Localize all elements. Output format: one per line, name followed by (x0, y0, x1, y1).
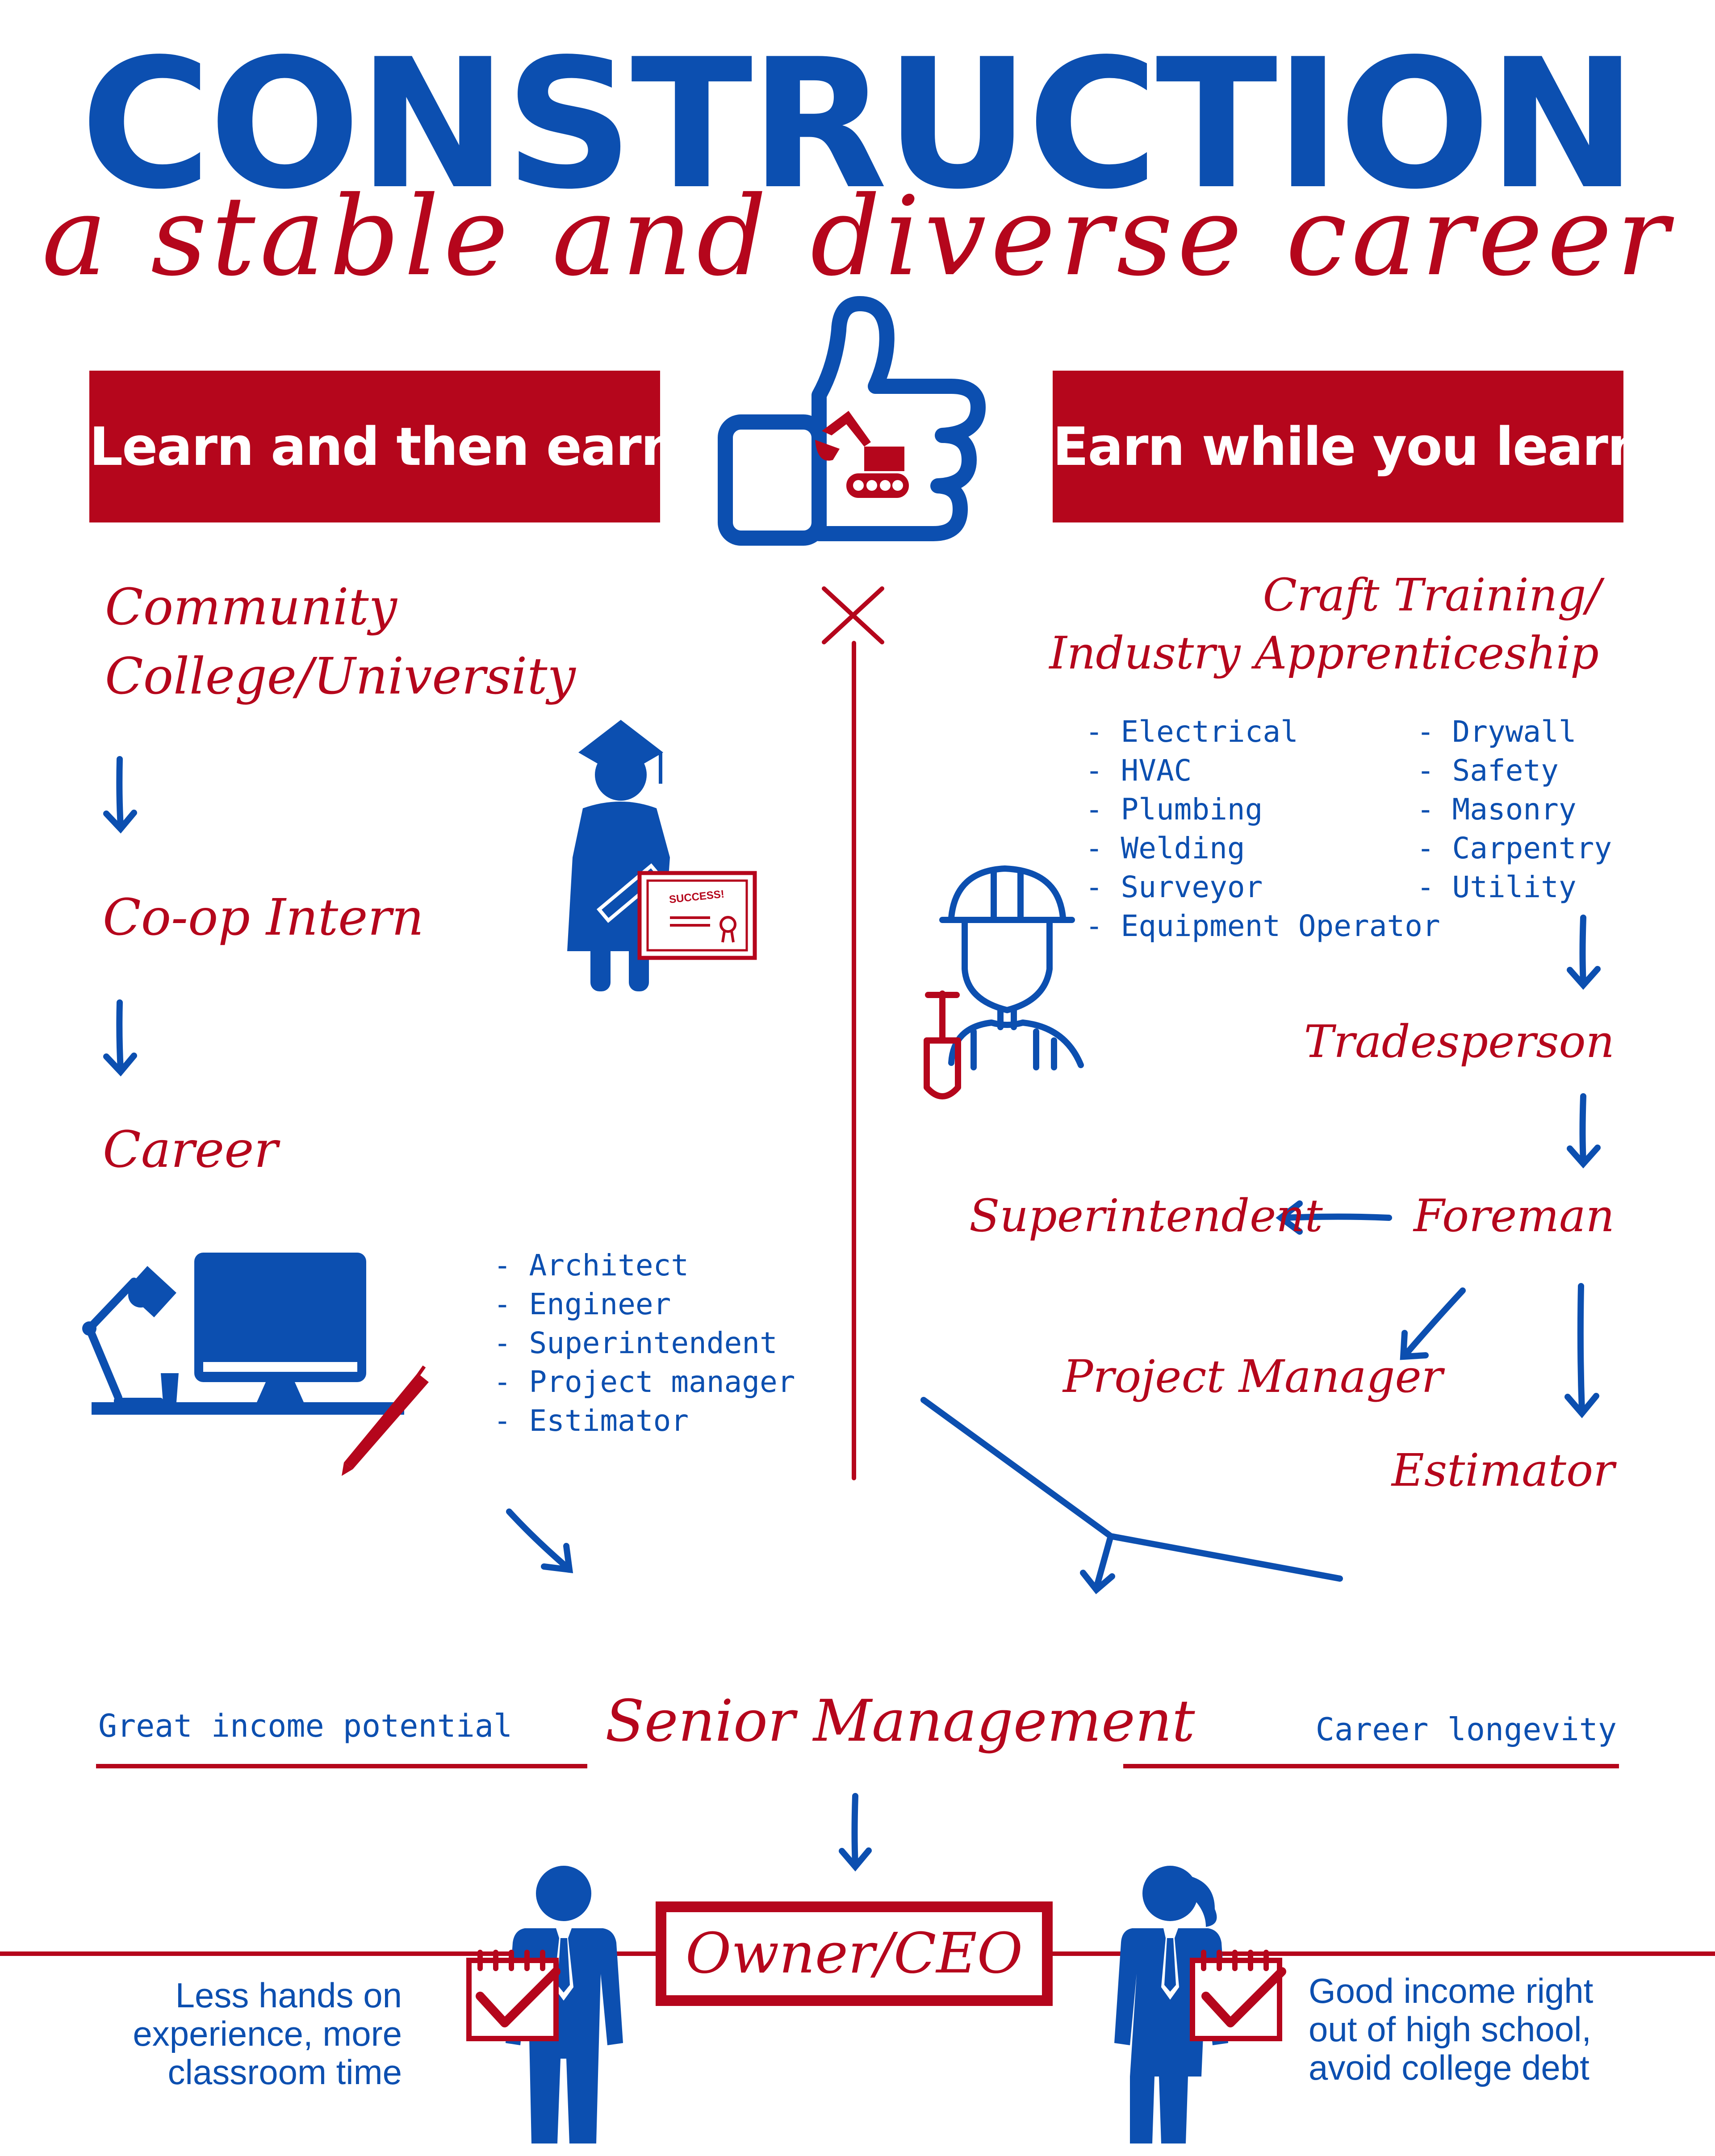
banner-learn-then-earn: Learn and then earn (89, 371, 678, 522)
trade-item: - Utility (1417, 870, 1577, 904)
footer-right-line: out of high school, (1309, 2010, 1592, 2049)
calendar-check-icon-left (466, 1950, 561, 2041)
right-step-project-manager: Project Manager (1063, 1350, 1443, 1403)
trade-item: - Welding (1085, 831, 1245, 865)
career-role-item: - Estimator (494, 1404, 689, 1438)
arrow-foreman-to-superintendent (1276, 1200, 1392, 1235)
career-role-item: - Superintendent (494, 1326, 778, 1360)
trade-item: - Carpentry (1417, 831, 1612, 865)
arrow-right-2 (1567, 1093, 1601, 1169)
trade-item: - Surveyor (1085, 870, 1263, 904)
note-career-longevity: Career longevity (1315, 1711, 1617, 1748)
right-step-craft-training: Craft Training/ (1263, 569, 1601, 621)
right-step-superintendent: Superintendent (969, 1190, 1323, 1242)
arrow-senior-to-owner (839, 1793, 872, 1872)
left-step-career: Career (103, 1121, 278, 1179)
arrow-foreman-to-project-manager (1400, 1287, 1466, 1360)
footer-right-line: Good income right (1309, 1971, 1594, 2010)
trade-item: - Masonry (1417, 792, 1577, 827)
senior-management-label: Senior Management (605, 1688, 1195, 1755)
calendar-check-icon-right (1190, 1950, 1286, 2041)
arrow-foreman-to-estimator (1564, 1283, 1599, 1418)
left-step-coop-intern: Co-op Intern (103, 889, 424, 947)
career-roles-list: - Architect - Engineer - Superintendent … (494, 1246, 795, 1440)
diploma-icon (637, 871, 757, 960)
arrow-left-1 (103, 756, 137, 834)
career-role-item: - Project manager (494, 1365, 795, 1399)
trade-item: - HVAC (1085, 753, 1192, 788)
footer-left-line: Less hands on (175, 1976, 402, 2015)
construction-worker-icon (924, 865, 1084, 1099)
arrow-left-to-senior (506, 1508, 573, 1574)
career-role-item: - Engineer (494, 1287, 671, 1321)
right-step-estimator: Estimator (1391, 1444, 1615, 1496)
owner-ceo-label: Owner/CEO (685, 1921, 1023, 1986)
right-step-tradesperson: Tradesperson (1304, 1015, 1615, 1068)
trade-item: - Safety (1417, 753, 1559, 788)
desk-computer-icon (82, 1253, 404, 1415)
arrow-right-to-senior (920, 1397, 1343, 1595)
footer-right-line: avoid college debt (1309, 2048, 1590, 2087)
trade-item: - Electrical (1085, 714, 1298, 749)
note-great-income-potential: Great income potential (98, 1708, 513, 1744)
footer-note-left: Less hands on experience, more classroom… (71, 1976, 402, 2091)
left-step-college-university: College/University (105, 648, 576, 706)
trade-item: - Plumbing (1085, 792, 1263, 827)
arrow-left-2 (103, 999, 137, 1077)
pen-icon (342, 1365, 429, 1476)
thumbs-up-excavator-icon (718, 296, 986, 546)
trades-list-col2: - Drywall - Safety - Masonry - Carpentry… (1417, 712, 1612, 907)
trade-item: - Drywall (1417, 714, 1577, 749)
right-step-industry-apprenticeship: Industry Apprenticeship (1049, 627, 1599, 679)
footer-left-line: experience, more (133, 2014, 402, 2053)
footer-left-line: classroom time (167, 2052, 402, 2092)
trade-item: - Equipment Operator (1085, 909, 1440, 943)
right-step-foreman: Foreman (1414, 1190, 1615, 1242)
center-divider (822, 586, 884, 1480)
page-subtitle: a stable and diverse career (42, 173, 1673, 300)
trades-list-col1: - Electrical - HVAC - Plumbing - Welding… (1085, 712, 1440, 945)
career-role-item: - Architect (494, 1248, 689, 1283)
page-title: CONSTRUCTION (80, 21, 1637, 229)
banner-earn-while-learn: Earn while you learn (1053, 371, 1645, 522)
footer-note-right: Good income right out of high school, av… (1309, 1972, 1666, 2087)
owner-ceo-box (656, 1901, 1053, 2006)
arrow-right-1 (1567, 915, 1601, 990)
left-step-community: Community (105, 578, 397, 636)
